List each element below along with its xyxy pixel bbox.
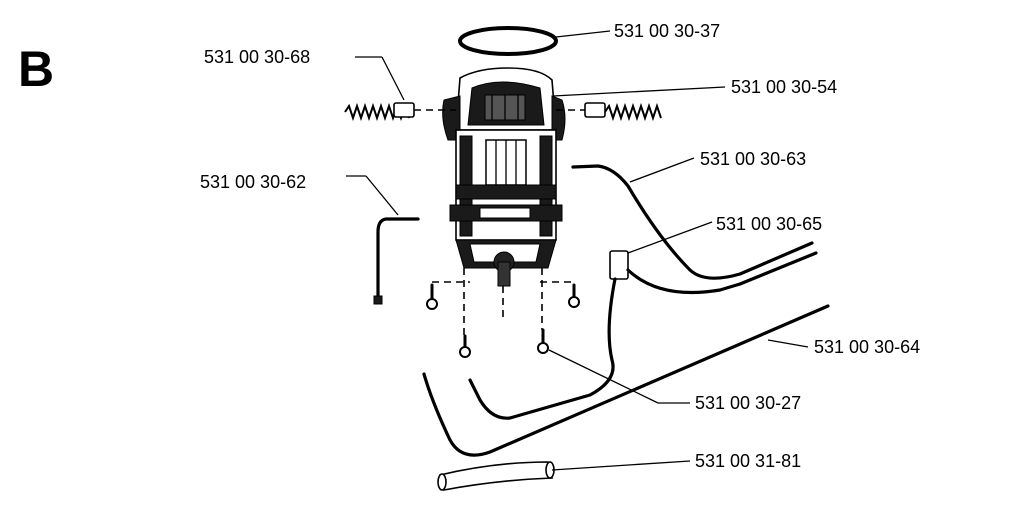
motor-housing-part xyxy=(442,67,726,287)
lead-wire-b-part xyxy=(422,304,830,457)
rubber-sleeve-part xyxy=(437,460,691,491)
label-switch-connector: 531 00 30-65 xyxy=(716,214,822,234)
lead-wire-a-part xyxy=(571,157,818,286)
label-brush-holder: 531 00 30-68 xyxy=(204,47,310,67)
brush-holder-part xyxy=(344,56,662,122)
label-screw: 531 00 30-27 xyxy=(695,393,801,413)
section-letter: B xyxy=(18,41,54,97)
label-o-ring: 531 00 30-37 xyxy=(614,21,720,41)
label-rubber-sleeve: 531 00 31-81 xyxy=(695,451,801,471)
label-ground-wire: 531 00 30-62 xyxy=(200,172,306,192)
o-ring-part xyxy=(458,26,611,56)
label-motor-housing: 531 00 30-54 xyxy=(731,77,837,97)
label-lead-wire-a: 531 00 30-63 xyxy=(700,149,806,169)
ground-wire-part xyxy=(346,175,420,305)
label-lead-wire-b: 531 00 30-64 xyxy=(814,337,920,357)
screw-part xyxy=(426,268,690,404)
